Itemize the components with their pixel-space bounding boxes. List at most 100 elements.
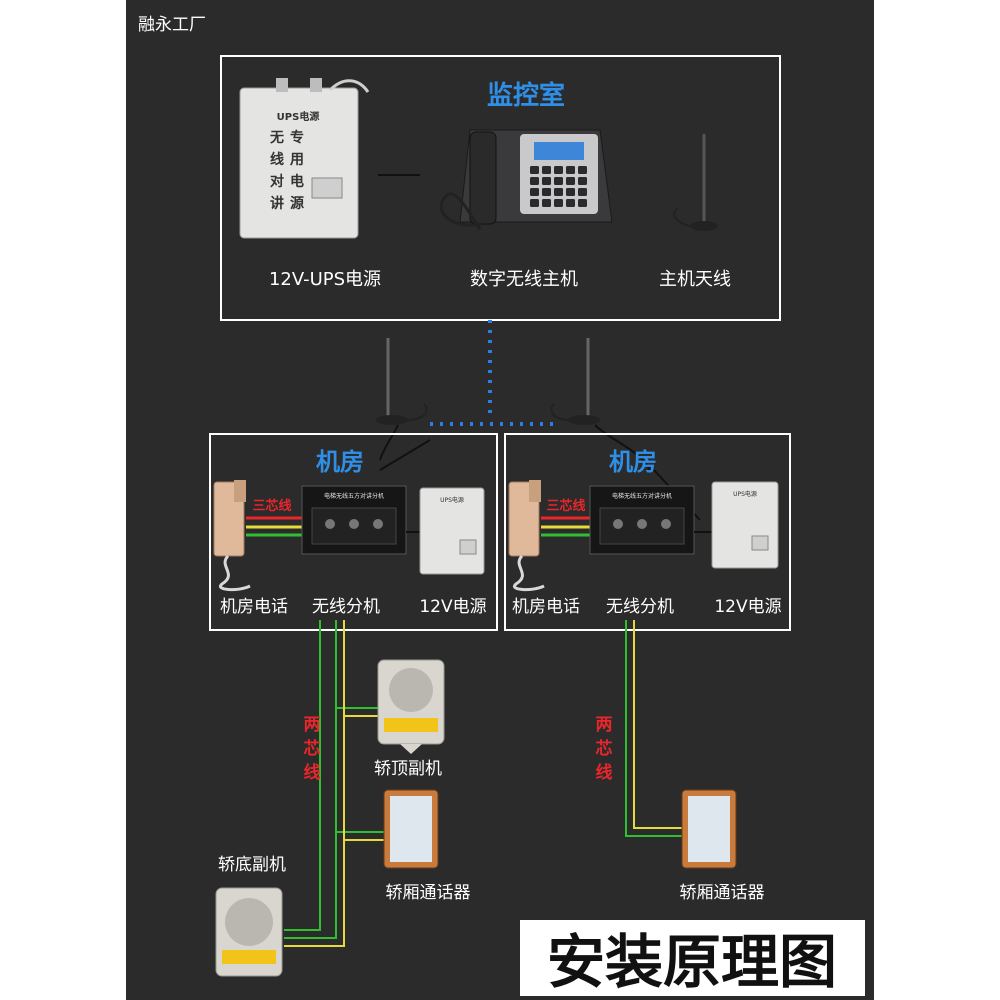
- machine-room-left-title: 机房: [316, 448, 364, 476]
- machine-room-right: 机房 三芯线 电梯无线五方对讲分机 UPS电源 机房电话 无线分机 12V电源: [504, 433, 791, 631]
- left-phone-label: 机房电话: [220, 597, 288, 617]
- host-key: [554, 166, 563, 174]
- left-power-label: 12V电源: [419, 597, 486, 617]
- right-antenna-feed: [594, 424, 651, 471]
- car-intercom-left: [383, 789, 439, 869]
- right-phone-label: 机房电话: [512, 597, 580, 617]
- car-bottom-unit: [215, 887, 283, 977]
- ups-vertical-char: 讲: [270, 195, 284, 212]
- left-antenna-cable: [405, 403, 428, 421]
- right-two-core-label: 两芯线: [596, 715, 613, 783]
- host-key: [530, 166, 539, 174]
- left-three-core-label: 三芯线: [252, 498, 291, 514]
- host-key: [554, 177, 563, 185]
- left-power-title: UPS电源: [440, 496, 464, 504]
- title-plate: [520, 920, 865, 996]
- ups-title: UPS电源: [277, 110, 320, 123]
- car-top-mount: [400, 744, 422, 754]
- ups-bracket-right: [310, 78, 322, 92]
- car-intercom-left-text: 轿厢通话器: [386, 883, 471, 903]
- host-keys: [530, 166, 587, 207]
- ups-bracket-left: [276, 78, 288, 92]
- host-key: [542, 199, 551, 207]
- monitor-room-title: 监控室: [487, 80, 565, 111]
- left-two-core-label: 两芯线: [304, 715, 321, 783]
- right-power-label: 12V电源: [714, 597, 781, 617]
- car-top-warning-plate: [384, 718, 438, 732]
- host-antenna-device: [673, 134, 718, 231]
- ups-cable: [328, 79, 370, 93]
- antenna-label: 主机天线: [659, 269, 731, 290]
- car-intercom-left-label: [390, 796, 432, 862]
- right-power-title: UPS电源: [733, 490, 757, 498]
- brand-label: 融永工厂: [138, 15, 206, 35]
- car-intercom-right-text: 轿厢通话器: [680, 883, 765, 903]
- host-key: [542, 188, 551, 196]
- ups-vertical-char: 专: [290, 129, 304, 146]
- car-top-speaker: [389, 668, 433, 712]
- host-key: [578, 166, 587, 174]
- right-car-wiring: 两芯线: [596, 620, 682, 837]
- right-wire-yellow-run: [633, 620, 682, 829]
- two-core-char: 线: [596, 762, 613, 783]
- host-key: [554, 199, 563, 207]
- host-key: [578, 188, 587, 196]
- host-cord: [439, 192, 483, 231]
- host-key: [530, 188, 539, 196]
- two-core-char: 两: [304, 715, 321, 735]
- car-intercom-right-label: [688, 796, 730, 862]
- car-bottom-warning-plate: [222, 950, 276, 964]
- host-key: [566, 166, 575, 174]
- left-unit-knob-2: [349, 519, 359, 529]
- car-top-unit: [377, 659, 445, 754]
- car-intercom-right: [681, 789, 737, 869]
- right-antenna-base: [568, 415, 600, 425]
- left-unit-knob-3: [373, 519, 383, 529]
- left-room-antenna: [376, 338, 428, 461]
- right-unit-panel-title: 电梯无线五方对讲分机: [612, 492, 672, 500]
- left-bottom-yellow: [284, 840, 345, 947]
- ups-vertical-char: 对: [270, 173, 284, 190]
- host-key: [578, 177, 587, 185]
- host-key: [566, 177, 575, 185]
- host-key: [578, 199, 587, 207]
- left-unit-knob-1: [325, 519, 335, 529]
- host-antenna-cable: [673, 207, 691, 227]
- host-lcd: [534, 142, 584, 160]
- ups-label-plate: [311, 177, 343, 199]
- digital-host-device: [439, 129, 613, 231]
- right-three-core-label: 三芯线: [546, 498, 585, 514]
- left-extra-green: [284, 620, 321, 931]
- page-title: 安装原理图: [547, 928, 837, 996]
- car-bottom-label: 轿底副机: [218, 855, 286, 875]
- left-power-plate: [459, 539, 477, 555]
- left-unit-label: 无线分机: [312, 597, 380, 617]
- two-core-char: 线: [304, 762, 321, 783]
- right-wire-green-run: [625, 620, 682, 837]
- two-core-char: 芯: [304, 738, 321, 759]
- left-bottom-green: [284, 832, 337, 939]
- host-label: 数字无线主机: [470, 269, 578, 290]
- host-key: [542, 177, 551, 185]
- right-unit-knob-1: [613, 519, 623, 529]
- host-handset: [469, 131, 497, 225]
- two-core-char: 两: [596, 715, 613, 735]
- right-power-plate: [751, 535, 769, 551]
- car-bottom-speaker: [225, 898, 273, 946]
- ups-vertical-char: 电: [290, 173, 304, 190]
- monitor-room-frame: [220, 55, 781, 321]
- right-unit-knob-2: [637, 519, 647, 529]
- ups-body: [239, 87, 359, 239]
- left-antenna-feed: [379, 424, 399, 461]
- left-car-wiring: 两芯线: [284, 620, 384, 947]
- ups-vertical-char: 无: [269, 130, 284, 146]
- host-key: [566, 188, 575, 196]
- machine-room-left-frame: [209, 433, 498, 631]
- left-unit-panel-title: 电梯无线五方对讲分机: [324, 492, 384, 500]
- right-antenna-cable: [550, 403, 571, 421]
- right-room-antenna: [550, 338, 651, 471]
- machine-room-right-title: 机房: [609, 448, 657, 476]
